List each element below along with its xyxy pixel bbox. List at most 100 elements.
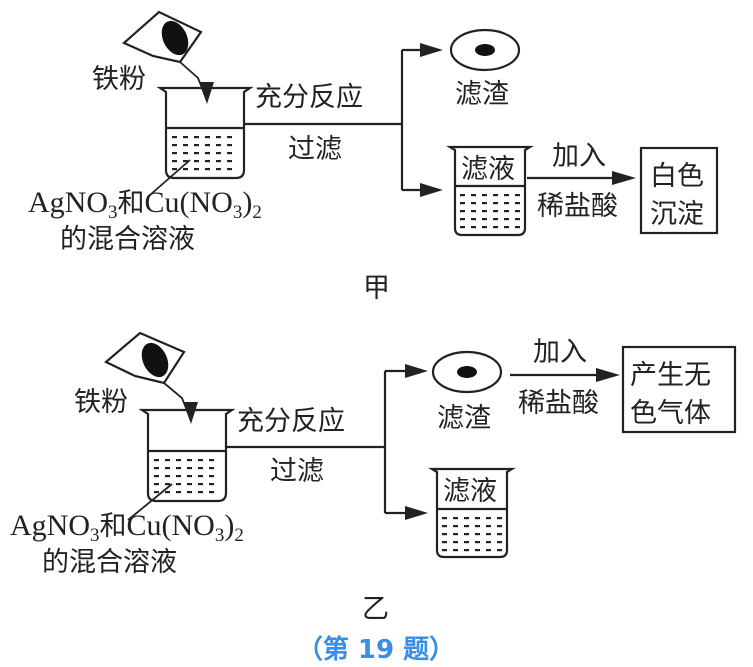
liquid-dash — [486, 533, 491, 536]
add-bottom-label: 稀盐酸 — [518, 388, 599, 419]
liquid-dash — [198, 491, 203, 494]
liquid-dash — [176, 475, 181, 478]
liquid-dash — [464, 549, 469, 552]
beaker-icon — [138, 408, 236, 503]
reagent-label: 铁粉 — [74, 387, 128, 418]
solution-formula: AgNO3和Cu(NO3)2 — [10, 509, 244, 546]
liquid-dash — [165, 475, 170, 478]
figure-b-label: 乙 — [362, 594, 389, 625]
liquid-dash — [183, 152, 188, 155]
liquid-dash — [172, 168, 177, 171]
filter-paper-residue-icon — [431, 350, 503, 394]
liquid-dash — [442, 533, 447, 536]
liquid-dash — [493, 210, 498, 213]
liquid-dash — [486, 541, 491, 544]
liquid-dash — [464, 517, 469, 520]
pointer-line — [127, 483, 173, 521]
liquid-dash — [165, 467, 170, 470]
residue-label: 滤渣 — [455, 79, 509, 110]
liquid-dash — [471, 202, 476, 205]
liquid-dash — [176, 491, 181, 494]
liquid-dash — [504, 210, 509, 213]
liquid-dash — [209, 467, 214, 470]
liquid-dash — [482, 202, 487, 205]
liquid-dash — [504, 218, 509, 221]
liquid-dash — [471, 218, 476, 221]
liquid-dash — [227, 144, 232, 147]
add-top-label: 加入 — [533, 337, 587, 368]
liquid-dash — [216, 168, 221, 171]
liquid-dash — [453, 541, 458, 544]
liquid-dash — [515, 210, 520, 213]
liquid-dash — [504, 226, 509, 229]
liquid-dash — [493, 202, 498, 205]
liquid-dash — [515, 202, 520, 205]
liquid-dash — [172, 160, 177, 163]
liquid-dash — [475, 517, 480, 520]
liquid-dash — [205, 152, 210, 155]
liquid-dash — [154, 467, 159, 470]
liquid-dash — [205, 160, 210, 163]
liquid-dash — [216, 160, 221, 163]
liquid-dash — [504, 194, 509, 197]
result-line2: 沉淀 — [650, 199, 704, 230]
pointer-line — [149, 159, 191, 196]
liquid-dash — [194, 152, 199, 155]
liquid-dash — [216, 144, 221, 147]
liquid-dash — [183, 136, 188, 139]
liquid-dash — [194, 144, 199, 147]
solution-label: 的混合溶液 — [60, 224, 195, 255]
liquid-dash — [187, 467, 192, 470]
liquid-dash — [198, 475, 203, 478]
result-box — [639, 146, 719, 235]
solution-formula: AgNO3和Cu(NO3)2 — [28, 186, 262, 223]
residue-label: 滤渣 — [437, 403, 491, 434]
liquid-dash — [453, 533, 458, 536]
liquid-dash — [482, 194, 487, 197]
liquid-dash — [205, 136, 210, 139]
liquid-dash — [154, 459, 159, 462]
liquid-dash — [460, 194, 465, 197]
liquid-dash — [205, 144, 210, 147]
liquid-dash — [442, 549, 447, 552]
liquid-dash — [497, 525, 502, 528]
liquid-dash — [475, 533, 480, 536]
liquid-dash — [165, 483, 170, 486]
liquid-dash — [497, 549, 502, 552]
liquid-dash — [460, 210, 465, 213]
liquid-dash — [209, 475, 214, 478]
liquid-dash — [464, 525, 469, 528]
liquid-dash — [205, 168, 210, 171]
add-bottom-label: 稀盐酸 — [537, 191, 618, 222]
liquid-dash — [497, 533, 502, 536]
process-top-label: 充分反应 — [237, 406, 345, 437]
liquid-dash — [486, 549, 491, 552]
liquid-dash — [453, 525, 458, 528]
liquid-dash — [176, 467, 181, 470]
liquid-dash — [172, 144, 177, 147]
liquid-dash — [165, 491, 170, 494]
result-box — [621, 345, 737, 434]
add-top-label: 加入 — [552, 141, 606, 172]
figure-a: 铁粉 AgNO3和Cu(NO3)2 的混合溶液 充分反应 过滤 滤渣 — [28, 10, 719, 304]
liquid-dash — [464, 533, 469, 536]
process-bottom-label: 过滤 — [288, 134, 342, 165]
filter-paper-residue-icon — [449, 28, 521, 72]
liquid-dash — [227, 152, 232, 155]
liquid-dash — [497, 517, 502, 520]
liquid-dash — [493, 226, 498, 229]
liquid-dash — [497, 541, 502, 544]
liquid-dash — [471, 226, 476, 229]
liquid-dash — [475, 541, 480, 544]
liquid-dash — [482, 210, 487, 213]
liquid-dash — [194, 168, 199, 171]
liquid-dash — [493, 218, 498, 221]
liquid-dash — [154, 491, 159, 494]
liquid-dash — [442, 541, 447, 544]
question-caption: （第 19 题） — [297, 634, 455, 665]
liquid-dash — [453, 517, 458, 520]
liquid-dash — [216, 152, 221, 155]
figure-b: 铁粉 AgNO3和Cu(NO3)2 的混合溶液 充分反应 过滤 滤渣 加入 稀盐… — [10, 331, 737, 625]
filtrate-label: 滤液 — [461, 154, 515, 185]
liquid-dash — [471, 194, 476, 197]
